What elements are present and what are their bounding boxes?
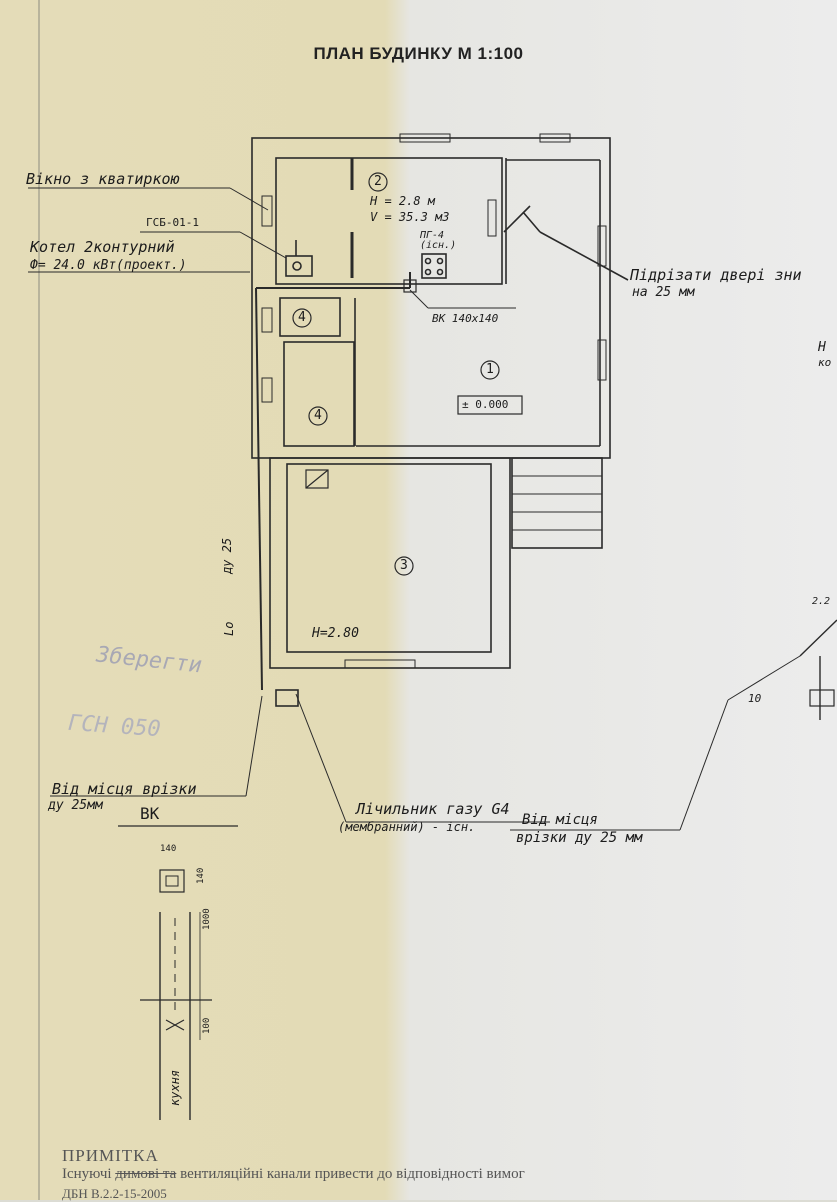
stove-burner	[424, 268, 432, 276]
room-number-4b: 4	[314, 408, 322, 423]
window-mark	[487, 199, 497, 237]
stove-burner	[436, 268, 444, 276]
tie-in-right-2: врізки ду 25 мм	[516, 830, 643, 846]
cut-door-label-2: на 25 мм	[632, 285, 695, 300]
room-1-marker	[480, 360, 500, 380]
room-4b-walls	[283, 341, 355, 447]
zero-mark-box	[457, 395, 523, 415]
note-code: ДБН В.2.2-15-2005	[62, 1186, 167, 1201]
vk-plan-box	[159, 869, 185, 893]
vk-size-label: ВК 140х140	[432, 312, 499, 325]
stove-burner	[436, 257, 444, 265]
edge-fragment	[799, 619, 837, 657]
note-title: ПРИМІТКА	[62, 1146, 159, 1165]
cut-door-label-1: Підрізати двері зни	[630, 266, 802, 284]
vk-dim-top: 140	[160, 844, 177, 854]
vk-kitchen-label: кухня	[168, 1069, 182, 1106]
note-body-pre: Існуючі	[62, 1166, 116, 1182]
leader-line	[679, 699, 729, 831]
edge-fragment	[809, 689, 835, 707]
window-mark	[597, 339, 607, 381]
room2-volume: V = 35.3 м3	[370, 210, 450, 224]
vk-damper	[165, 1019, 185, 1031]
window-mark	[261, 377, 273, 403]
leader-line	[409, 289, 429, 309]
room-4b-marker	[308, 406, 328, 426]
stove-label-1: ПГ-4	[420, 230, 445, 241]
length-10: 10	[748, 692, 762, 705]
vk-dim-side: 140	[196, 867, 206, 884]
boiler-symbol	[292, 261, 302, 271]
door-cut-leader	[522, 211, 541, 233]
note-body-strike: димові та	[115, 1166, 177, 1182]
room-3-inner	[286, 463, 492, 653]
room-number-1: 1	[486, 362, 494, 377]
pipe-dy-label: ду 25	[220, 537, 234, 574]
stove-label-2: (існ.)	[420, 240, 457, 251]
gsb-label: ГСБ-01-1	[146, 216, 199, 229]
window-label: Вікно з кватиркою	[26, 170, 180, 188]
boiler-symbol	[285, 255, 313, 277]
vk-dim-1000: 1000	[202, 908, 212, 930]
room-3-outer	[269, 457, 511, 669]
right-edge-3: 2.2	[812, 596, 831, 607]
window-mark	[261, 195, 273, 227]
vk-plan-inner	[165, 875, 179, 887]
room-4a-marker	[292, 308, 312, 328]
room-2-walls	[275, 157, 503, 285]
tie-in-right-1: Від місця	[522, 812, 598, 828]
leader-line	[229, 187, 269, 211]
room-number-4a: 4	[298, 310, 306, 325]
room-2-marker	[368, 172, 388, 192]
room-3-marker	[394, 556, 414, 576]
gas-meter-symbol	[275, 689, 299, 707]
right-edge-1: Н	[818, 340, 826, 355]
room3-height: Н=2.80	[312, 626, 359, 641]
meter-label-2: (мембранний) - існ.	[338, 820, 476, 834]
vent-box	[305, 469, 329, 489]
gas-pipe	[255, 287, 263, 691]
leader-line	[295, 693, 347, 823]
note-body: Існуючі димові та вентиляційні канали пр…	[62, 1166, 525, 1183]
vk-dim-100: 100	[202, 1017, 212, 1034]
boiler-label-2: Ф= 24.0 кВт(проект.)	[30, 258, 187, 273]
door-cut-leader	[539, 231, 629, 281]
room-number-2: 2	[374, 174, 382, 189]
porch	[511, 457, 603, 549]
window-mark	[539, 133, 571, 143]
zero-mark-label: ± 0.000	[462, 398, 509, 411]
window-mark	[261, 307, 273, 333]
boiler-label-1: Котел 2контурний	[30, 238, 175, 256]
stove-symbol	[421, 253, 447, 279]
window-mark	[399, 133, 451, 143]
door-swing	[503, 205, 531, 233]
tie-in-left-2: ду 25мм	[48, 798, 103, 813]
room2-height: Н = 2.8 м	[370, 194, 436, 208]
leader-line	[245, 695, 263, 797]
leader-line	[239, 231, 287, 259]
meter-label-1: Лічильник газу G4	[356, 800, 510, 818]
pipe-lo-label: Lo	[222, 621, 236, 636]
tie-in-left-1: Від місця врізки	[52, 780, 197, 798]
note-body-post: вентиляційні канали привести до відповід…	[176, 1166, 525, 1182]
plan-title: ПЛАН БУДИНКУ М 1:100	[313, 44, 524, 63]
vk-detail-title: ВК	[140, 804, 160, 823]
paper-fold-line	[38, 0, 40, 1200]
room-4a-walls	[279, 297, 341, 337]
stove-burner	[424, 257, 432, 265]
vent-box	[403, 279, 417, 293]
leader-line	[727, 655, 801, 701]
right-edge-2: ко	[818, 356, 832, 369]
vent-box	[305, 469, 329, 489]
window-mark	[344, 659, 416, 669]
room-number-3: 3	[400, 558, 408, 573]
